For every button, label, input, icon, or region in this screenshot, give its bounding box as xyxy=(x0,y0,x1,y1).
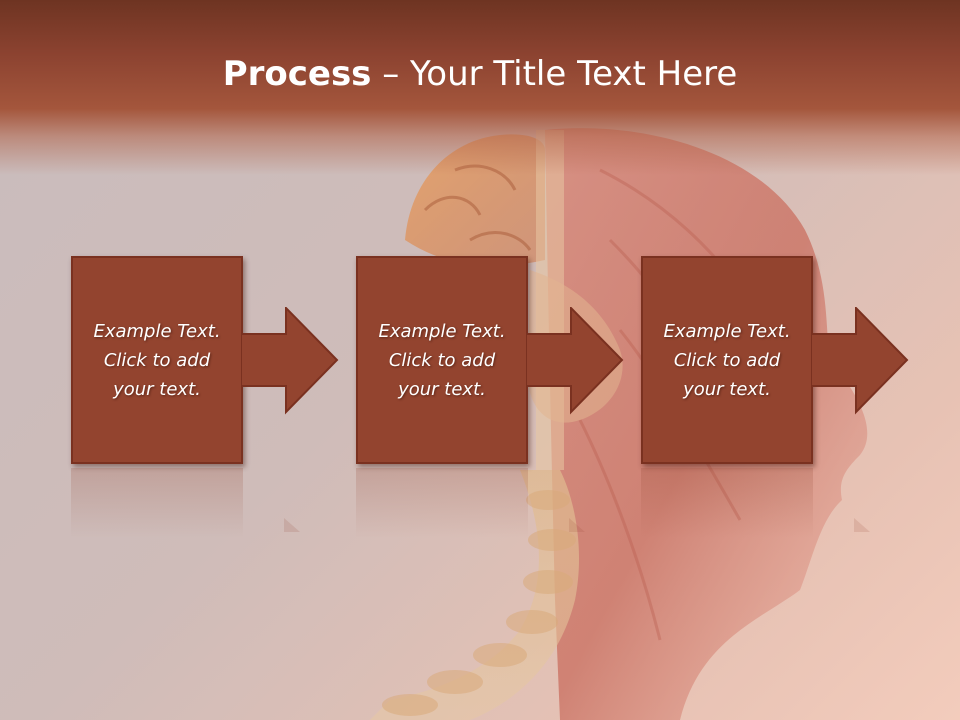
step-reflection xyxy=(641,468,813,538)
process-step-2: Example Text. Click to add your text. xyxy=(356,256,646,468)
step-text-line: Example Text. xyxy=(378,320,506,342)
step-text-line: Click to add xyxy=(673,349,781,371)
title-rest: – Your Title Text Here xyxy=(371,54,738,94)
title-bold: Process xyxy=(222,54,372,94)
step-text-line: Click to add xyxy=(103,349,211,371)
slide-title[interactable]: Process – Your Title Text Here xyxy=(0,52,960,96)
step-reflection xyxy=(356,468,528,538)
process-step-3: Example Text. Click to add your text. xyxy=(641,256,931,468)
step-text-line: your text. xyxy=(683,378,771,400)
arrow-reflection xyxy=(569,518,585,532)
step-text-line: Example Text. xyxy=(663,320,791,342)
step-box[interactable]: Example Text. Click to add your text. xyxy=(641,256,813,464)
step-reflection xyxy=(71,468,243,538)
step-text[interactable]: Example Text. Click to add your text. xyxy=(655,317,798,404)
step-text-line: Example Text. xyxy=(93,320,221,342)
step-text[interactable]: Example Text. Click to add your text. xyxy=(85,317,228,404)
step-text-line: your text. xyxy=(113,378,201,400)
step-box[interactable]: Example Text. Click to add your text. xyxy=(71,256,243,464)
step-box[interactable]: Example Text. Click to add your text. xyxy=(356,256,528,464)
right-arrow-icon xyxy=(811,307,909,415)
step-text-line: your text. xyxy=(398,378,486,400)
process-step-1: Example Text. Click to add your text. xyxy=(71,256,361,468)
right-arrow-icon xyxy=(526,307,624,415)
arrow-reflection xyxy=(284,518,300,532)
title-band xyxy=(0,0,960,175)
step-text-line: Click to add xyxy=(388,349,496,371)
arrow-reflection xyxy=(854,518,870,532)
step-text[interactable]: Example Text. Click to add your text. xyxy=(370,317,513,404)
right-arrow-icon xyxy=(241,307,339,415)
